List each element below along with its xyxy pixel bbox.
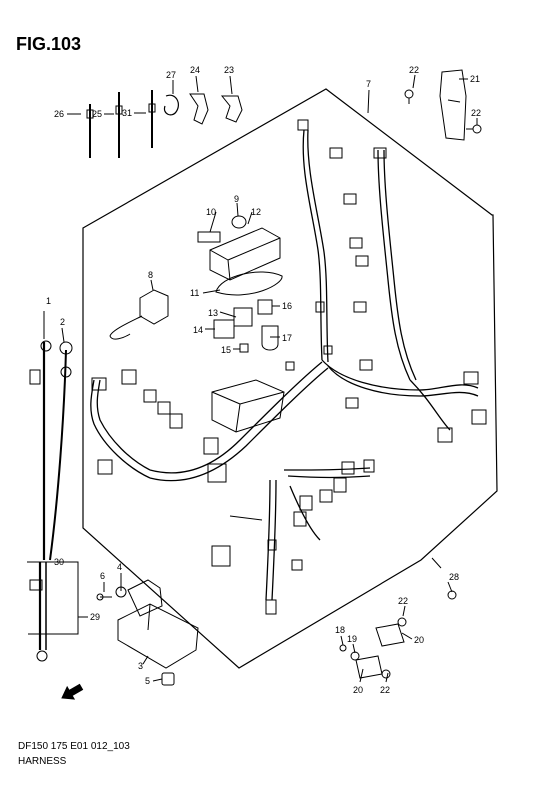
bolt-22-c: [381, 669, 391, 679]
callout-5: 5: [145, 676, 150, 686]
bolt-6: [96, 593, 112, 601]
washer-4: [115, 586, 127, 598]
relay-16: [257, 299, 273, 315]
callout-3: 3: [138, 661, 143, 671]
callout-6: 6: [100, 571, 105, 581]
figure-code: DF150 175 E01 012_103: [18, 741, 130, 752]
callout-22-b: 22: [471, 108, 481, 118]
callout-18: 18: [335, 625, 345, 635]
callout-14: 14: [193, 325, 203, 335]
callout-2: 2: [60, 317, 65, 327]
callout-15: 15: [221, 345, 231, 355]
callout-22-d: 22: [380, 685, 390, 695]
clamp-23: [220, 95, 243, 123]
grommet-5: [161, 672, 175, 686]
harness-outline: [82, 88, 498, 669]
callout-4: 4: [117, 562, 122, 572]
callout-8: 8: [148, 270, 153, 280]
main-harness-7: [90, 129, 479, 601]
clip-15: [239, 343, 249, 353]
bolt-28: [447, 590, 457, 600]
cable-tie-26: [86, 104, 94, 158]
callout-22-c: 22: [398, 596, 408, 606]
bracket-3: [117, 579, 199, 669]
callout-27: 27: [166, 70, 176, 80]
plate-20-bottom: [355, 655, 383, 679]
callout-29: 29: [90, 612, 100, 622]
cap-17: [261, 325, 279, 351]
bracket-21: [439, 69, 467, 141]
callout-13: 13: [208, 308, 218, 318]
bolt-22-top: [404, 89, 414, 104]
battery-cable-2: [49, 341, 73, 561]
battery-lead-30: [29, 562, 48, 662]
callout-21: 21: [470, 74, 480, 84]
harness-connectors: [91, 119, 487, 615]
callout-10: 10: [206, 207, 216, 217]
clamp-27: [163, 94, 179, 116]
callout-30: 30: [54, 557, 64, 567]
fuse-holder: [29, 369, 41, 385]
callout-28: 28: [449, 572, 459, 582]
callout-25: 25: [92, 109, 102, 119]
callout-9: 9: [234, 194, 239, 204]
callout-17: 17: [282, 333, 292, 343]
callout-11: 11: [190, 288, 199, 298]
grommet-9: [231, 215, 247, 229]
resistor-8: [109, 289, 169, 340]
bolt-22-right: [466, 124, 482, 134]
callout-20-a: 20: [414, 635, 424, 645]
fuse-box-12: [209, 227, 281, 281]
callout-24: 24: [190, 65, 200, 75]
callout-22-a: 22: [409, 65, 419, 75]
clamp-24: [189, 93, 209, 125]
relay-13: [233, 307, 253, 327]
callout-20-b: 20: [353, 685, 363, 695]
nut-19: [350, 651, 360, 661]
callout-7: 7: [366, 79, 371, 89]
cover-11: [215, 271, 283, 296]
fuse-10: [197, 231, 221, 243]
fwd-arrow-icon: [61, 683, 84, 700]
junction-box: [211, 379, 285, 433]
callout-12: 12: [251, 207, 261, 217]
plate-20-top: [375, 623, 405, 647]
callout-16: 16: [282, 301, 292, 311]
battery-cable-1: [40, 340, 52, 560]
callout-1: 1: [46, 296, 51, 306]
figure-name: HARNESS: [18, 756, 67, 767]
callout-26: 26: [54, 109, 64, 119]
figure-title: FIG.103: [16, 34, 82, 54]
washer-18: [339, 644, 347, 652]
callout-19: 19: [347, 634, 357, 644]
callout-23: 23: [224, 65, 234, 75]
cable-tie-31: [148, 90, 156, 148]
cable-tie-25: [115, 92, 123, 158]
bolt-22-b: [397, 617, 407, 627]
relay-14: [213, 319, 235, 339]
callout-31: 31: [122, 108, 132, 118]
